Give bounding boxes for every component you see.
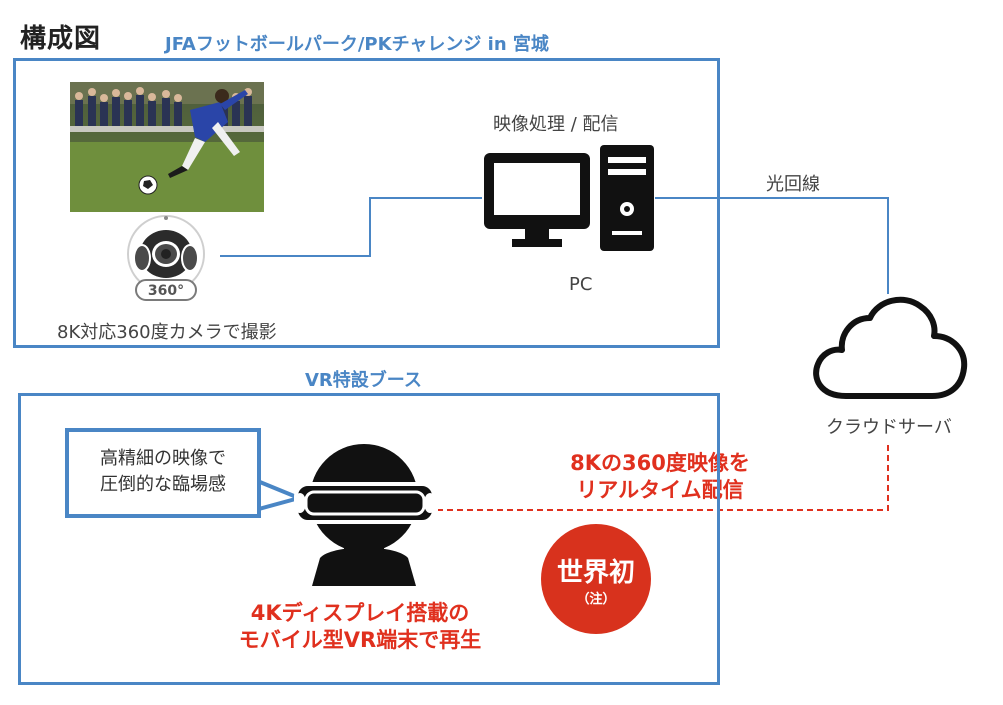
badge-main-text: 世界初 — [556, 558, 635, 588]
cloud-icon — [813, 296, 968, 399]
camera-360-icon: 360° — [127, 215, 205, 301]
speech-bubble: 高精細の映像で 圧倒的な臨場感 — [65, 428, 261, 518]
camera-to-pc-line — [220, 197, 482, 257]
camera-label: 8K対応360度カメラで撮影 — [57, 322, 277, 343]
soccer-photo — [70, 82, 264, 212]
world-first-badge: 世界初 （注） — [541, 524, 651, 634]
bubble-line-1: 高精細の映像で — [100, 448, 226, 469]
pc-top-label: 映像処理 / 配信 — [493, 114, 619, 135]
camera-badge-text: 360° — [148, 283, 184, 299]
pc-icon — [484, 145, 654, 251]
pc-to-cloud-line — [655, 197, 889, 294]
cloud-to-vr-line — [438, 445, 889, 511]
badge-note-text: （注） — [576, 592, 616, 607]
booth-section-title: VR特設ブース — [305, 370, 422, 391]
fiber-label: 光回線 — [766, 174, 820, 195]
page-title: 構成図 — [20, 24, 102, 54]
soccer-photo-image — [70, 82, 264, 212]
cloud-label: クラウドサーバ — [826, 417, 952, 438]
venue-frame — [13, 58, 720, 348]
pc-bottom-label: PC — [569, 274, 593, 295]
venue-section-title: JFAフットボールパーク/PKチャレンジ in 宮城 — [165, 34, 549, 55]
bubble-line-2: 圧倒的な臨場感 — [100, 474, 226, 495]
device-description: 4Kディスプレイ搭載の モバイル型VR端末で再生 — [220, 600, 500, 654]
vr-headset-user-icon — [294, 444, 436, 586]
device-line-2: モバイル型VR端末で再生 — [238, 628, 482, 652]
booth-frame — [18, 393, 720, 685]
stream-description: 8Kの360度映像を リアルタイム配信 — [540, 450, 780, 504]
stream-line-2: リアルタイム配信 — [576, 478, 744, 502]
device-line-1: 4Kディスプレイ搭載の — [250, 601, 470, 625]
